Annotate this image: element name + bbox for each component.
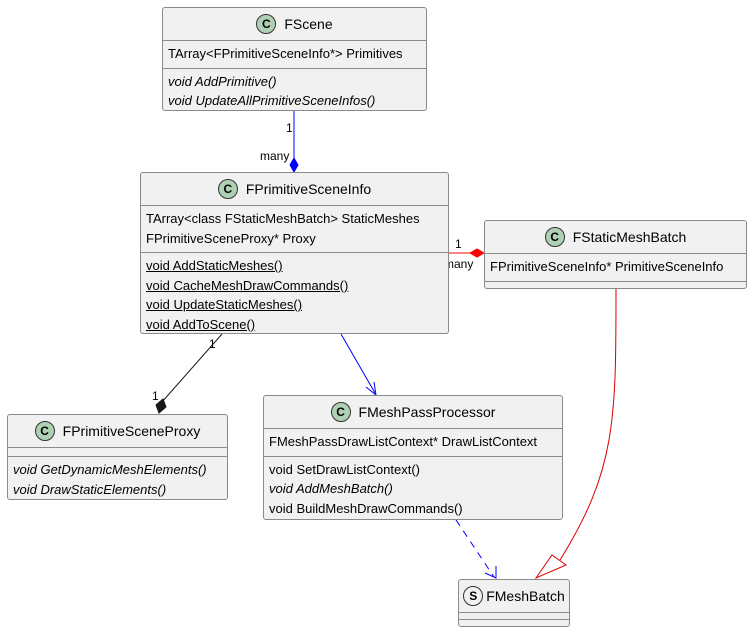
method: void UpdateStaticMeshes() xyxy=(146,297,303,312)
class-fprimitivesceneinfo[interactable]: C FPrimitiveSceneInfo TArray<class FStat… xyxy=(140,172,449,334)
class-header: C FPrimitiveSceneProxy xyxy=(8,415,227,447)
class-stereotype-icon: C xyxy=(544,227,565,247)
method: void GetDynamicMeshElements() xyxy=(13,462,207,477)
class-stereotype-icon: C xyxy=(330,402,351,422)
fields-section: TArray<class FStaticMeshBatch> StaticMes… xyxy=(141,205,448,252)
class-header: S FMeshBatch xyxy=(459,580,569,612)
method: void AddToScene() xyxy=(146,316,256,332)
info-batch-composition-diamond xyxy=(468,248,486,258)
class-stereotype-icon: C xyxy=(217,179,238,199)
method: void DrawStaticElements() xyxy=(13,481,167,497)
processor-meshbatch-arrowhead xyxy=(484,566,497,579)
info-batch-target-multiplicity: many xyxy=(444,257,474,271)
class-header: C FStaticMeshBatch xyxy=(485,221,746,253)
class-fmeshbatch[interactable]: S FMeshBatch xyxy=(458,579,570,627)
methods-section xyxy=(459,619,569,626)
class-stereotype-icon: C xyxy=(256,14,277,34)
scene-info-target-multiplicity: many xyxy=(260,149,290,163)
fields-section xyxy=(459,612,569,619)
scene-info-source-multiplicity: 1 xyxy=(286,121,293,135)
fields-section: FPrimitiveSceneInfo* PrimitiveSceneInfo xyxy=(485,253,746,281)
class-stereotype-icon: C xyxy=(34,421,55,441)
methods-section: void GetDynamicMeshElements() void DrawS… xyxy=(8,456,227,503)
info-proxy-source-multiplicity: 1 xyxy=(209,337,216,351)
processor-meshbatch-dependency-line xyxy=(455,519,495,578)
method: void UpdateAllPrimitiveSceneInfos() xyxy=(168,93,376,108)
class-header: C FScene xyxy=(163,8,426,40)
class-name: FMeshPassProcessor xyxy=(358,404,496,420)
info-batch-source-multiplicity: 1 xyxy=(455,237,462,251)
struct-stereotype-icon: S xyxy=(463,586,484,606)
class-name: FScene xyxy=(284,16,333,32)
info-processor-arrow-line xyxy=(340,333,376,394)
method: void SetDrawListContext() xyxy=(269,461,420,477)
scene-info-composition-diamond xyxy=(289,156,299,174)
class-name: FPrimitiveSceneProxy xyxy=(62,423,201,439)
class-header: C FPrimitiveSceneInfo xyxy=(141,173,448,205)
methods-section xyxy=(485,280,746,290)
field: TArray<FPrimitiveSceneInfo*> Primitives xyxy=(168,46,403,61)
field: TArray<class FStaticMeshBatch> StaticMes… xyxy=(146,211,420,226)
staticbatch-meshbatch-inheritance-line xyxy=(559,288,617,561)
class-fscene[interactable]: C FScene TArray<FPrimitiveSceneInfo*> Pr… xyxy=(162,7,427,111)
method: void AddStaticMeshes() xyxy=(146,258,283,273)
methods-section: void AddPrimitive() void UpdateAllPrimit… xyxy=(163,67,426,115)
class-fstaticmeshbatch[interactable]: C FStaticMeshBatch FPrimitiveSceneInfo* … xyxy=(484,220,747,289)
fields-section: FMeshPassDrawListContext* DrawListContex… xyxy=(264,428,562,456)
field: FMeshPassDrawListContext* DrawListContex… xyxy=(269,434,538,449)
method: void AddPrimitive() xyxy=(168,73,277,89)
method: void CacheMeshDrawCommands() xyxy=(146,277,349,293)
method: void AddMeshBatch() xyxy=(269,481,393,496)
class-fmeshpassprocessor[interactable]: C FMeshPassProcessor FMeshPassDrawListCo… xyxy=(263,395,563,520)
class-name: FStaticMeshBatch xyxy=(572,229,687,245)
info-proxy-composition-line xyxy=(161,333,223,403)
field: FPrimitiveSceneProxy* Proxy xyxy=(146,230,316,246)
class-name: FPrimitiveSceneInfo xyxy=(245,181,372,197)
field: FPrimitiveSceneInfo* PrimitiveSceneInfo xyxy=(490,259,724,274)
fields-section xyxy=(8,447,227,456)
info-proxy-composition-diamond xyxy=(155,398,167,414)
methods-section: void AddStaticMeshes() void CacheMeshDra… xyxy=(141,252,448,338)
info-proxy-target-multiplicity: 1 xyxy=(152,389,159,403)
class-header: C FMeshPassProcessor xyxy=(264,396,562,428)
class-fprimitivesceneproxy[interactable]: C FPrimitiveSceneProxy void GetDynamicMe… xyxy=(7,414,228,500)
methods-section: void SetDrawListContext() void AddMeshBa… xyxy=(264,455,562,523)
staticbatch-meshbatch-inheritance-triangle xyxy=(534,554,568,580)
fields-section: TArray<FPrimitiveSceneInfo*> Primitives xyxy=(163,40,426,68)
class-name: FMeshBatch xyxy=(486,588,565,604)
method: void BuildMeshDrawCommands() xyxy=(269,500,463,516)
